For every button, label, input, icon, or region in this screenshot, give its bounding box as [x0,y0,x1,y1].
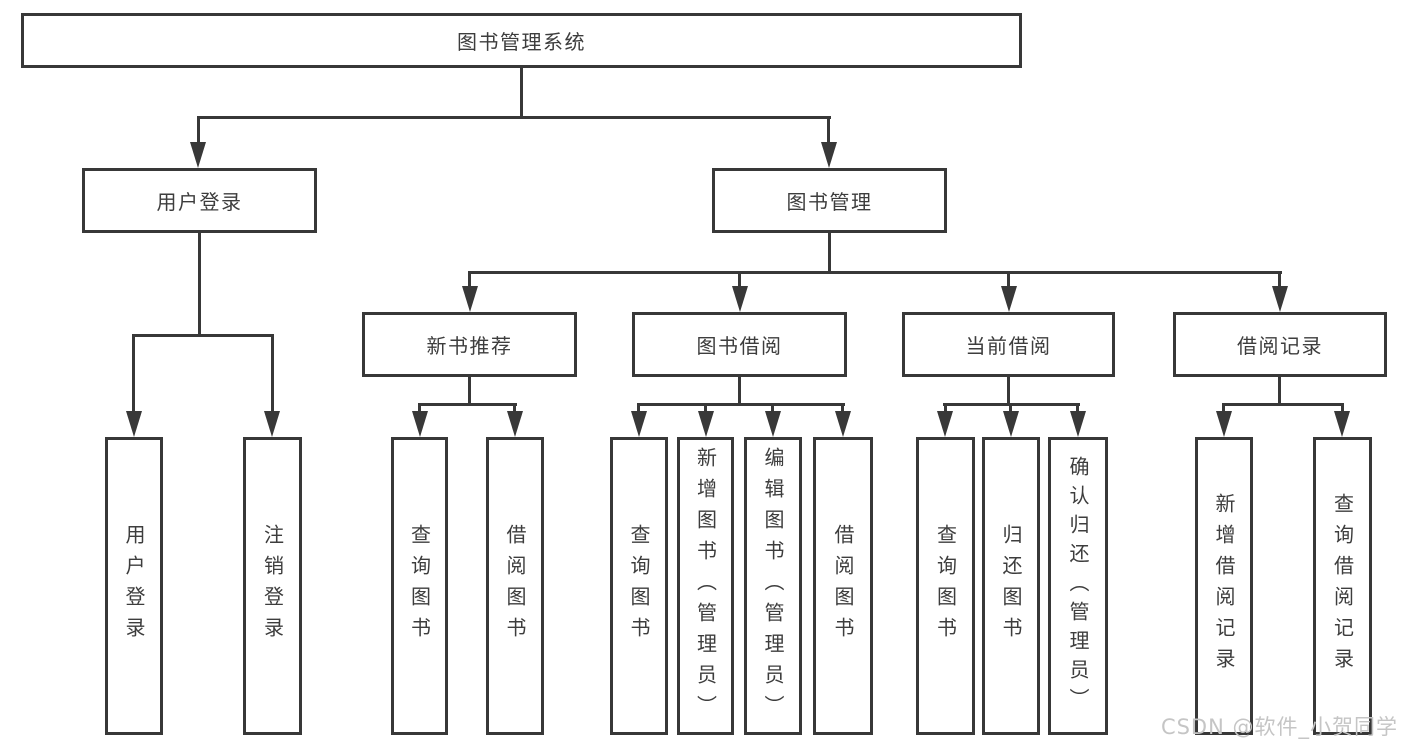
connector-line [944,405,947,414]
leaf-query-books-recommend: 查询图书 [391,437,448,735]
connector-line [520,68,523,118]
leaf-add-book-admin: 新增图书（管理员） [677,437,734,735]
connector-line [418,403,517,406]
connector-line [637,403,845,406]
leaf-add-book-admin-label: 新增图书（管理员） [693,446,718,726]
connector-line [1076,405,1079,414]
arrow-down-icon [821,142,837,168]
connector-line [468,377,471,406]
leaf-confirm-return-admin-label: 确认归还（管理员） [1066,455,1090,717]
connector-line [132,336,135,413]
node-book-manage-label: 图书管理 [786,190,873,214]
connector-line [468,271,1282,274]
leaf-query-borrow-record: 查询借阅记录 [1313,437,1372,735]
connector-line [132,334,274,337]
leaf-query-books-borrow-label: 查询图书 [627,524,651,648]
connector-line [418,405,421,414]
arrow-down-icon [1272,286,1288,312]
connector-line [1007,377,1010,406]
leaf-query-borrow-record-label: 查询借阅记录 [1330,493,1355,679]
node-borrow-records-label: 借阅记录 [1237,334,1323,358]
leaf-return-book-label: 归还图书 [999,524,1023,648]
leaf-query-books-borrow: 查询图书 [610,437,668,735]
node-user-login-label: 用户登录 [156,190,243,214]
connector-line [1222,403,1344,406]
arrow-down-icon [462,286,478,312]
leaf-logout: 注销登录 [243,437,302,735]
leaf-borrow-books-recommend: 借阅图书 [486,437,544,735]
connector-line [198,233,201,336]
leaf-edit-book-admin-label: 编辑图书（管理员） [761,446,785,726]
node-current-borrow: 当前借阅 [902,312,1115,377]
connector-line [513,405,516,414]
arrow-down-icon [732,286,748,312]
node-new-book-recommend: 新书推荐 [362,312,577,377]
arrow-down-icon [1003,411,1019,437]
leaf-confirm-return-admin: 确认归还（管理员） [1048,437,1108,735]
connector-line [738,273,741,288]
connector-line [704,405,707,414]
node-user-login: 用户登录 [82,168,317,233]
leaf-borrow-books-recommend-label: 借阅图书 [503,524,527,648]
leaf-borrow-books-2: 借阅图书 [813,437,873,735]
watermark: CSDN @软件_小贺同学 [1160,715,1398,739]
connector-line [271,336,274,413]
arrow-down-icon [190,142,206,168]
connector-line [738,377,741,406]
connector-line [828,233,831,273]
leaf-user-login-label: 用户登录 [122,524,146,648]
connector-line [197,116,831,119]
leaf-add-borrow-record-label: 新增借阅记录 [1212,493,1236,679]
connector-line [637,405,640,414]
connector-line [197,118,200,144]
connector-line [1341,405,1344,414]
connector-line [943,403,1080,406]
leaf-edit-book-admin: 编辑图书（管理员） [744,437,802,735]
connector-line [827,118,830,144]
arrow-down-icon [507,411,523,437]
leaf-query-books-current-label: 查询图书 [933,524,958,648]
node-new-book-recommend-label: 新书推荐 [426,334,513,358]
node-borrow-records: 借阅记录 [1173,312,1387,377]
arrow-down-icon [1070,411,1086,437]
node-book-manage: 图书管理 [712,168,947,233]
arrow-down-icon [937,411,953,437]
leaf-query-books-recommend-label: 查询图书 [407,524,432,648]
node-root-label: 图书管理系统 [457,30,586,54]
arrow-down-icon [1001,286,1017,312]
connector-line [468,273,471,288]
arrow-down-icon [1216,411,1232,437]
arrow-down-icon [835,411,851,437]
node-book-borrow-label: 图书借阅 [696,334,783,358]
connector-line [1278,273,1281,288]
leaf-logout-label: 注销登录 [260,524,285,648]
connector-line [771,405,774,414]
leaf-return-book: 归还图书 [982,437,1040,735]
arrow-down-icon [698,411,714,437]
connector-line [1009,405,1012,414]
connector-line [841,405,844,414]
leaf-add-borrow-record: 新增借阅记录 [1195,437,1253,735]
arrow-down-icon [765,411,781,437]
leaf-user-login: 用户登录 [105,437,163,735]
connector-line [1222,405,1225,414]
node-root: 图书管理系统 [21,13,1022,68]
leaf-query-books-current: 查询图书 [916,437,975,735]
arrow-down-icon [126,411,142,437]
arrow-down-icon [1334,411,1350,437]
arrow-down-icon [631,411,647,437]
arrow-down-icon [264,411,280,437]
node-current-borrow-label: 当前借阅 [965,334,1052,358]
arrow-down-icon [412,411,428,437]
connector-line [1278,377,1281,406]
leaf-borrow-books-2-label: 借阅图书 [831,524,855,648]
connector-line [1007,273,1010,288]
node-book-borrow: 图书借阅 [632,312,847,377]
